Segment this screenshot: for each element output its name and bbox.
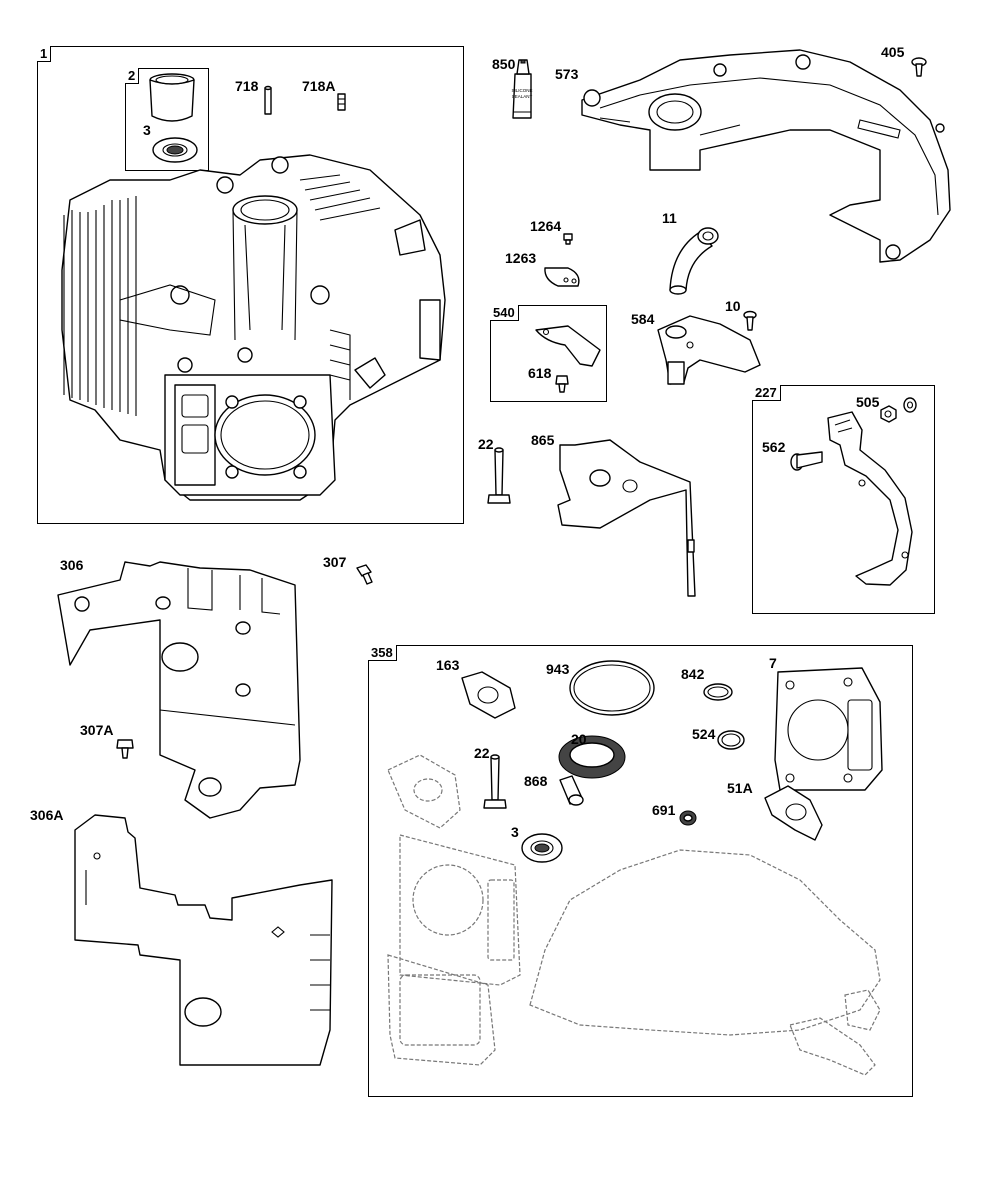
o-ring-524-icon (717, 730, 745, 750)
head-gasket-7-icon (774, 667, 883, 791)
dowel-pin-icon (264, 85, 272, 115)
part-label: 850 (492, 56, 516, 72)
part-label: 51A (727, 780, 753, 796)
part-label: 3 (511, 824, 519, 840)
group-227-frame (752, 385, 935, 614)
oil-seal-icon (152, 137, 198, 163)
tube-text-line1: SILICONE (511, 88, 532, 93)
part-label: 307A (80, 722, 114, 738)
part-label: 718 (235, 78, 259, 94)
oil-seal-20-icon (558, 735, 626, 779)
screw-icon (563, 233, 573, 245)
part-label: 943 (546, 661, 570, 677)
group-label: 2 (125, 68, 140, 84)
part-label: 718A (302, 78, 336, 94)
control-bracket-icon (657, 315, 761, 385)
sealant-tube-icon (512, 59, 532, 119)
screw-icon (555, 375, 569, 393)
blower-housing-icon (581, 49, 951, 263)
part-label: 22 (478, 436, 494, 452)
dowel-pin-icon (337, 93, 346, 111)
part-label: 618 (528, 365, 552, 381)
seal-691-icon (679, 810, 697, 826)
part-label: 868 (524, 773, 548, 789)
part-label: 1264 (530, 218, 562, 234)
nut-icon (880, 405, 897, 423)
part-label: 584 (631, 311, 655, 327)
part-label: 405 (881, 44, 905, 60)
bushing-868-icon (559, 775, 584, 806)
part-label: 22 (474, 745, 490, 761)
screw-icon (356, 564, 373, 585)
part-label: 842 (681, 666, 705, 682)
gasket-163-icon (461, 671, 516, 719)
part-label: 505 (856, 394, 880, 410)
group-label: 540 (490, 305, 519, 321)
group-1-frame (37, 46, 464, 524)
air-guide-icon (57, 561, 301, 819)
bolt-icon (487, 447, 511, 504)
governor-bracket-icon (827, 411, 913, 586)
part-label: 524 (692, 726, 716, 742)
part-label: 562 (762, 439, 786, 455)
part-label: 3 (143, 122, 151, 138)
part-label: 573 (555, 66, 579, 82)
o-ring-943-icon (569, 660, 655, 716)
washer-icon (903, 397, 917, 413)
reference-gaskets-icon (387, 754, 881, 1076)
oil-seal-icon (521, 833, 563, 863)
breather-tube-icon (669, 227, 719, 295)
air-guide-icon (74, 814, 333, 1066)
bolt-icon (483, 754, 507, 809)
part-label: 10 (725, 298, 741, 314)
retainer-plate-icon (544, 267, 580, 287)
screw-icon (743, 310, 757, 331)
cylinder-block-icon (61, 154, 446, 501)
part-label: 865 (531, 432, 555, 448)
o-ring-842-icon (703, 683, 733, 701)
pin-icon (790, 451, 823, 471)
part-label: 11 (662, 210, 677, 226)
gasket-51a-icon (764, 785, 823, 841)
group-label: 1 (37, 46, 52, 62)
part-label: 1263 (505, 250, 537, 266)
cylinder-shield-icon (557, 439, 696, 597)
group-label: 358 (368, 645, 397, 661)
part-label: 163 (436, 657, 460, 673)
part-label: 306 (60, 557, 84, 573)
part-label: 691 (652, 802, 676, 818)
screw-icon (116, 739, 134, 759)
bracket-icon (535, 325, 601, 367)
group-label: 227 (752, 385, 781, 401)
tube-text-line2: SEALANT (512, 94, 533, 99)
group-358-frame (368, 645, 913, 1097)
sleeve-bearing-icon (149, 73, 195, 122)
screw-icon (911, 57, 927, 77)
group-2-frame (125, 68, 209, 171)
part-label: 7 (769, 655, 777, 671)
part-label: 306A (30, 807, 64, 823)
part-label: 20 (571, 731, 587, 747)
part-label: 307 (323, 554, 347, 570)
group-540-frame (490, 305, 607, 402)
